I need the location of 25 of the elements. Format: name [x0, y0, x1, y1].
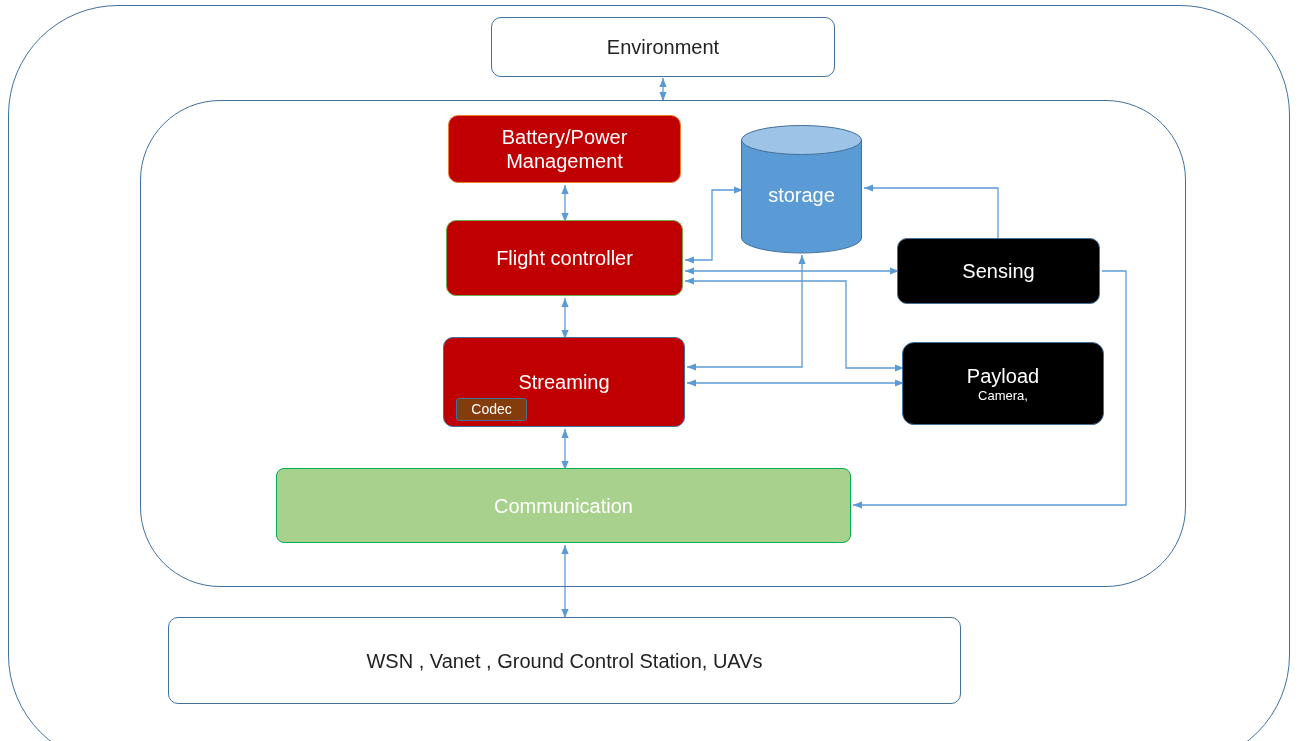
process-box — [902, 342, 1104, 425]
node-label: Payload — [966, 363, 1040, 388]
node-label: Communication — [494, 493, 633, 518]
process-box — [446, 220, 683, 296]
node-label: Streaming — [518, 370, 610, 394]
node-label: Environment — [606, 35, 720, 59]
node-label: Battery/Power Management — [500, 125, 629, 173]
system-container — [140, 100, 1186, 587]
connector-arrow — [686, 254, 806, 371]
process-box — [276, 468, 851, 543]
node-label: WSN , Vanet , Ground Control Station, UAVs — [366, 648, 763, 673]
node-label: Flight controller — [496, 246, 633, 270]
connector-arrow — [561, 544, 569, 619]
codec-box — [456, 398, 527, 421]
connector-arrow — [659, 77, 667, 102]
connector-arrow — [852, 270, 1127, 509]
node-label: Codec — [471, 401, 512, 418]
node-subtitle: Camera, — [978, 387, 1028, 404]
process-box — [448, 115, 681, 183]
network-box — [168, 617, 961, 704]
node-label: Sensing — [962, 259, 1035, 283]
environment-box — [491, 17, 835, 77]
process-box — [443, 337, 685, 427]
process-box — [897, 238, 1100, 304]
node-label: storage — [768, 183, 835, 207]
